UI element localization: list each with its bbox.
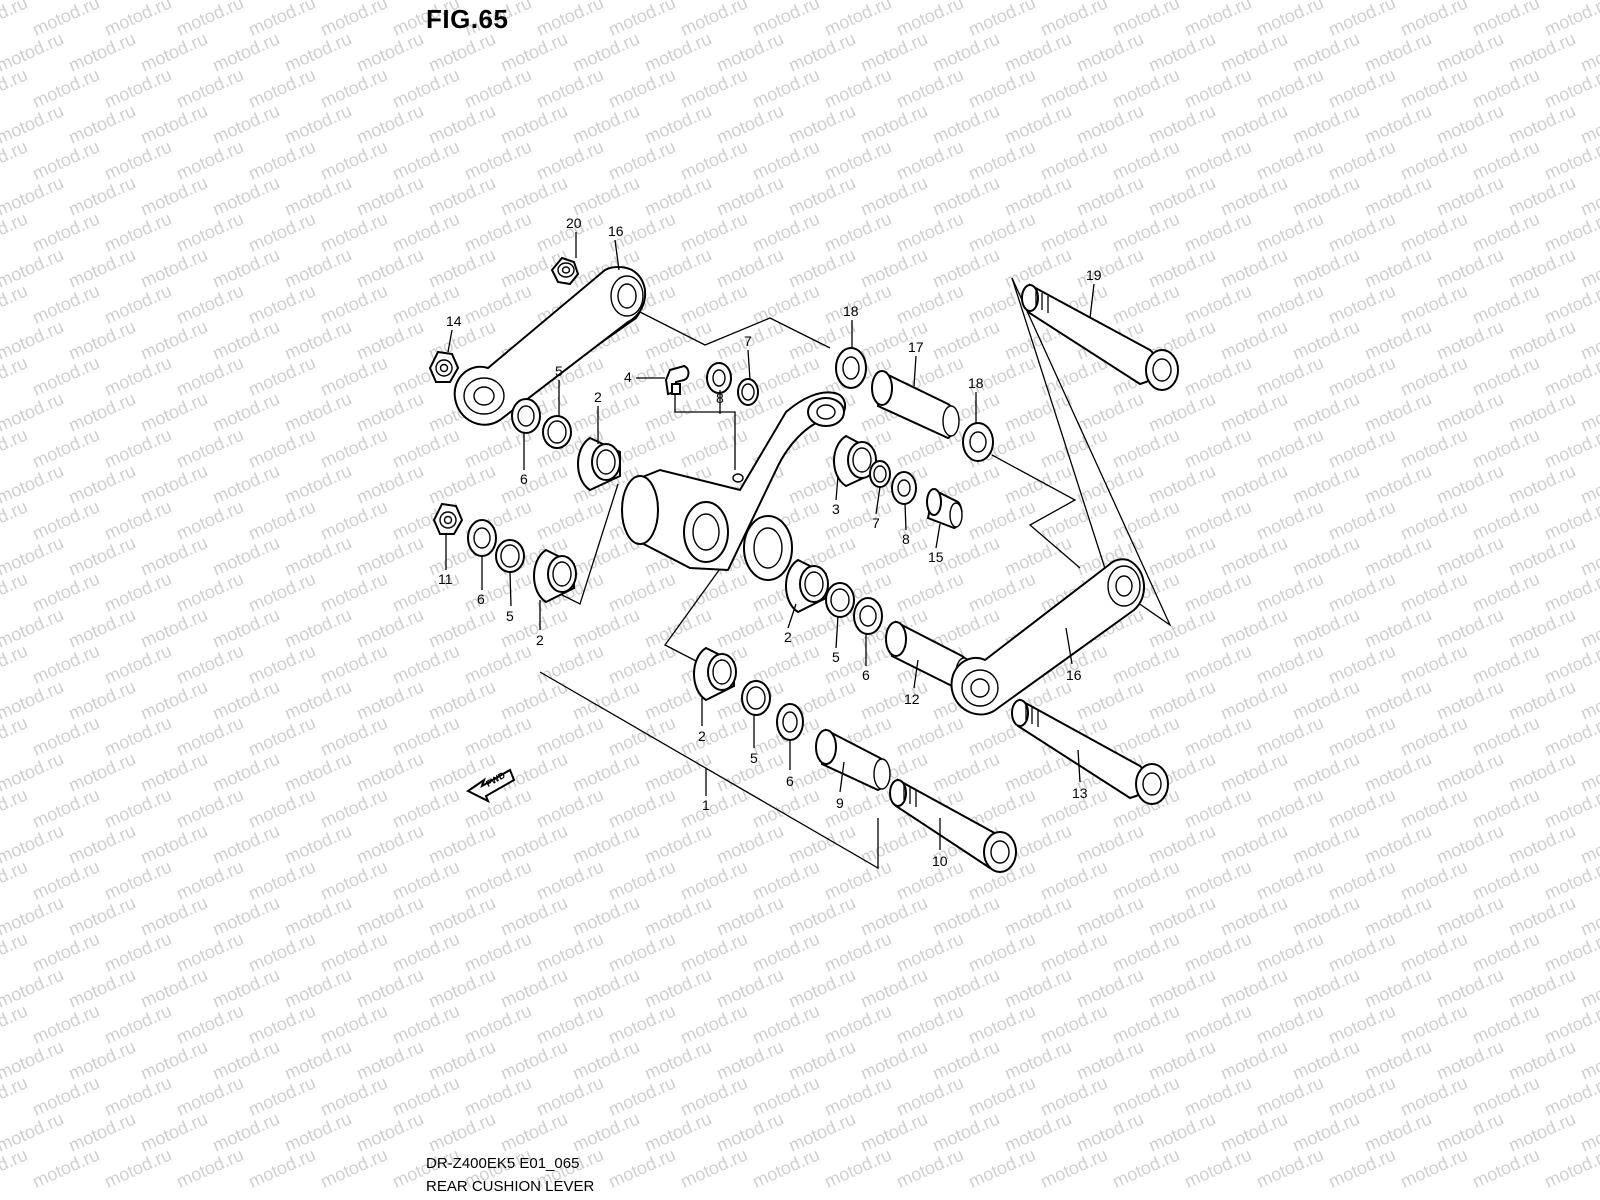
callout-17: 17: [908, 339, 924, 355]
callout-14: 14: [446, 313, 462, 329]
seal-5-upper: [542, 415, 572, 449]
washer-18-lower: [962, 422, 994, 462]
nut-20: [550, 256, 580, 286]
figure-code: DR-Z400EK5 E01_065: [426, 1155, 580, 1172]
callout-6: 6: [477, 591, 485, 607]
callout-15: 15: [928, 549, 944, 565]
seal-5-middle: [825, 582, 855, 618]
callout-5: 5: [750, 750, 758, 766]
seal-7-lower: [869, 460, 891, 488]
washer-8-upper: [706, 362, 732, 394]
bearing-2-upper: [577, 436, 621, 492]
fwd-arrow-icon: FWD: [466, 768, 516, 804]
callout-6: 6: [862, 667, 870, 683]
bolt-13: [1011, 698, 1169, 805]
callout-leaders: [445, 232, 1095, 850]
washer-6-middle: [853, 597, 883, 635]
cushion-lever-1: [621, 391, 847, 581]
callout-4: 4: [624, 369, 632, 385]
seal-5-bottom: [741, 680, 771, 716]
spacer-9: [815, 728, 891, 792]
figure-name: REAR CUSHION LEVER: [426, 1178, 595, 1195]
callout-1: 1: [702, 797, 710, 813]
callout-2: 2: [536, 632, 544, 648]
washer-18-upper: [835, 347, 867, 389]
callout-5: 5: [832, 649, 840, 665]
callout-6: 6: [786, 773, 794, 789]
callout-13: 13: [1072, 785, 1088, 801]
washer-6-left: [467, 519, 497, 557]
callout-6: 6: [520, 471, 528, 487]
collar-15: [926, 488, 963, 530]
callout-5: 5: [555, 363, 563, 379]
washer-6-upper: [511, 398, 541, 434]
callout-16: 16: [1066, 667, 1082, 683]
callout-7: 7: [744, 333, 752, 349]
callout-20: 20: [566, 215, 582, 231]
callout-8: 8: [716, 390, 724, 406]
bolt-19: [1021, 283, 1179, 391]
cushion-rod-16-lower: [950, 558, 1146, 716]
callout-18: 18: [843, 303, 859, 319]
bearing-2-left: [533, 548, 577, 604]
callout-2: 2: [784, 629, 792, 645]
spacer-17: [871, 370, 960, 440]
callout-3: 3: [832, 501, 840, 517]
callout-10: 10: [932, 853, 948, 869]
bearing-2-middle: [785, 558, 829, 614]
bearing-3: [833, 434, 877, 488]
nut-11: [432, 502, 464, 535]
bolt-10: [889, 778, 1017, 873]
callout-16: 16: [608, 223, 624, 239]
seal-5-left: [495, 539, 525, 573]
callout-11: 11: [438, 571, 453, 587]
callout-8: 8: [902, 531, 910, 547]
cushion-rod-16-upper: [453, 266, 647, 426]
washer-6-bottom: [776, 703, 804, 741]
callout-labels: 20 16 14 19 18 7 4 8 17 18 5 2 6 3 7 8 1…: [438, 215, 1102, 869]
bearing-2-bottom: [693, 646, 737, 702]
washer-8-lower: [891, 471, 917, 505]
figure-title: FIG.65: [426, 4, 509, 34]
callout-19: 19: [1086, 267, 1102, 283]
nut-14: [428, 350, 460, 383]
callout-7: 7: [872, 515, 880, 531]
callout-18: 18: [968, 375, 984, 391]
grease-nipple-4: [636, 364, 690, 396]
seal-7-upper: [737, 378, 759, 406]
callout-5: 5: [506, 608, 514, 624]
callout-12: 12: [904, 691, 920, 707]
callout-2: 2: [594, 389, 602, 405]
callout-9: 9: [836, 795, 844, 811]
callout-2: 2: [698, 728, 706, 744]
